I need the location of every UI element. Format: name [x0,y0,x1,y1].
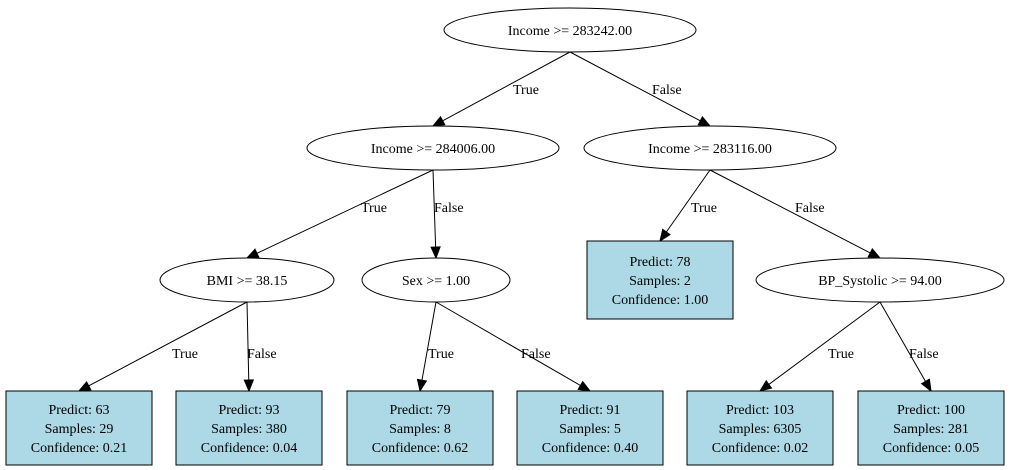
edge-label-true: True [828,347,854,362]
split-node-shape [159,257,335,303]
split-node-shape [361,257,511,303]
edge-label-true: True [513,83,539,98]
edge-n2-n6 [709,169,871,254]
leaf-confidence: Confidence: 1.00 [612,293,708,308]
leaf-prediction: Predict: 79 [389,403,450,418]
split-condition: Income >= 284006.00 [371,142,495,157]
edge-label-true: True [361,201,387,216]
arrowhead-icon [416,378,428,393]
arrowhead-icon [659,228,671,243]
arrowhead-icon [867,248,882,259]
split-node: Income >= 283242.00 [443,7,697,53]
leaf-node-box [686,390,834,466]
leaf-samples: Samples: 29 [45,422,114,437]
edge-label-false: False [434,201,464,216]
edge-root-n1 [442,51,571,122]
leaf-node-box [5,390,153,466]
edge-n3-l2 [246,301,250,381]
leaf-confidence: Confidence: 0.02 [712,441,808,456]
edge-n4-l4 [435,301,581,386]
leaf-confidence: Confidence: 0.04 [201,441,297,456]
leaf-samples: Samples: 6305 [719,422,802,437]
leaf-confidence: Confidence: 0.40 [542,441,638,456]
leaf-prediction: Predict: 93 [218,403,279,418]
leaf-node: Predict: 63 Samples: 29 Confidence: 0.21 [5,390,153,466]
split-node-shape [306,125,560,171]
arrowhead-icon [77,381,92,392]
leaf-prediction: Predict: 63 [48,403,109,418]
leaf-confidence: Confidence: 0.62 [372,441,468,456]
arrowhead-icon [245,248,260,259]
leaf-confidence: Confidence: 0.05 [883,441,979,456]
edge-n2-n5 [665,169,711,233]
leaf-prediction: Predict: 91 [559,403,620,418]
edge-n6-l6 [879,301,926,382]
split-condition: Income >= 283116.00 [648,142,772,157]
edge-root-n2 [569,51,701,122]
arrowhead-icon [697,116,712,127]
arrowhead-icon [430,246,441,260]
edge-n6-l5 [768,301,881,385]
leaf-node-box [857,390,1005,466]
leaf-prediction: Predict: 100 [897,403,965,418]
edge-label-true: True [172,347,198,362]
split-node: BP_Systolic >= 94.00 [755,257,1005,303]
arrowhead-icon [577,380,592,392]
leaf-samples: Samples: 5 [559,422,621,437]
leaf-samples: Samples: 2 [629,274,691,289]
edge-n1-n3 [256,169,434,254]
split-node-shape [583,125,837,171]
leaf-samples: Samples: 281 [893,422,969,437]
edge-label-false: False [247,347,277,362]
leaf-node: Predict: 79 Samples: 8 Confidence: 0.62 [346,390,494,466]
leaf-node: Predict: 78 Samples: 2 Confidence: 1.00 [586,240,734,320]
edge-n3-l1 [88,301,248,387]
edge-label-false: False [909,347,939,362]
edge-label-true: True [428,347,454,362]
leaf-node-box [516,390,664,466]
edge-n4-l3 [421,301,437,381]
arrowhead-icon [758,379,773,392]
arrowhead-icon [431,115,446,127]
leaf-samples: Samples: 8 [389,422,451,437]
leaf-samples: Samples: 380 [211,422,287,437]
split-node: BMI >= 38.15 [159,257,335,303]
edge-label-false: False [795,201,825,216]
split-condition: Sex >= 1.00 [402,274,470,289]
edge-label-true: True [691,201,717,216]
split-node-shape [755,257,1005,303]
split-condition: BP_Systolic >= 94.00 [818,274,942,289]
leaf-node-box [175,390,323,466]
edge-label-false: False [521,347,551,362]
edge-label-false: False [652,83,682,98]
leaf-node: Predict: 91 Samples: 5 Confidence: 0.40 [516,390,664,466]
arrowhead-icon [243,379,255,393]
split-node: Sex >= 1.00 [361,257,511,303]
leaf-prediction: Predict: 78 [629,255,690,270]
split-condition: Income >= 283242.00 [508,24,632,39]
split-condition: BMI >= 38.15 [207,274,288,289]
leaf-node-box [586,240,734,320]
leaf-prediction: Predict: 103 [726,403,794,418]
leaf-confidence: Confidence: 0.21 [31,441,127,456]
split-node-shape [443,7,697,53]
edge-n1-n4 [432,169,437,248]
split-node: Income >= 284006.00 [306,125,560,171]
leaf-node-box [346,390,494,466]
arrowhead-icon [920,378,932,393]
split-node: Income >= 283116.00 [583,125,837,171]
